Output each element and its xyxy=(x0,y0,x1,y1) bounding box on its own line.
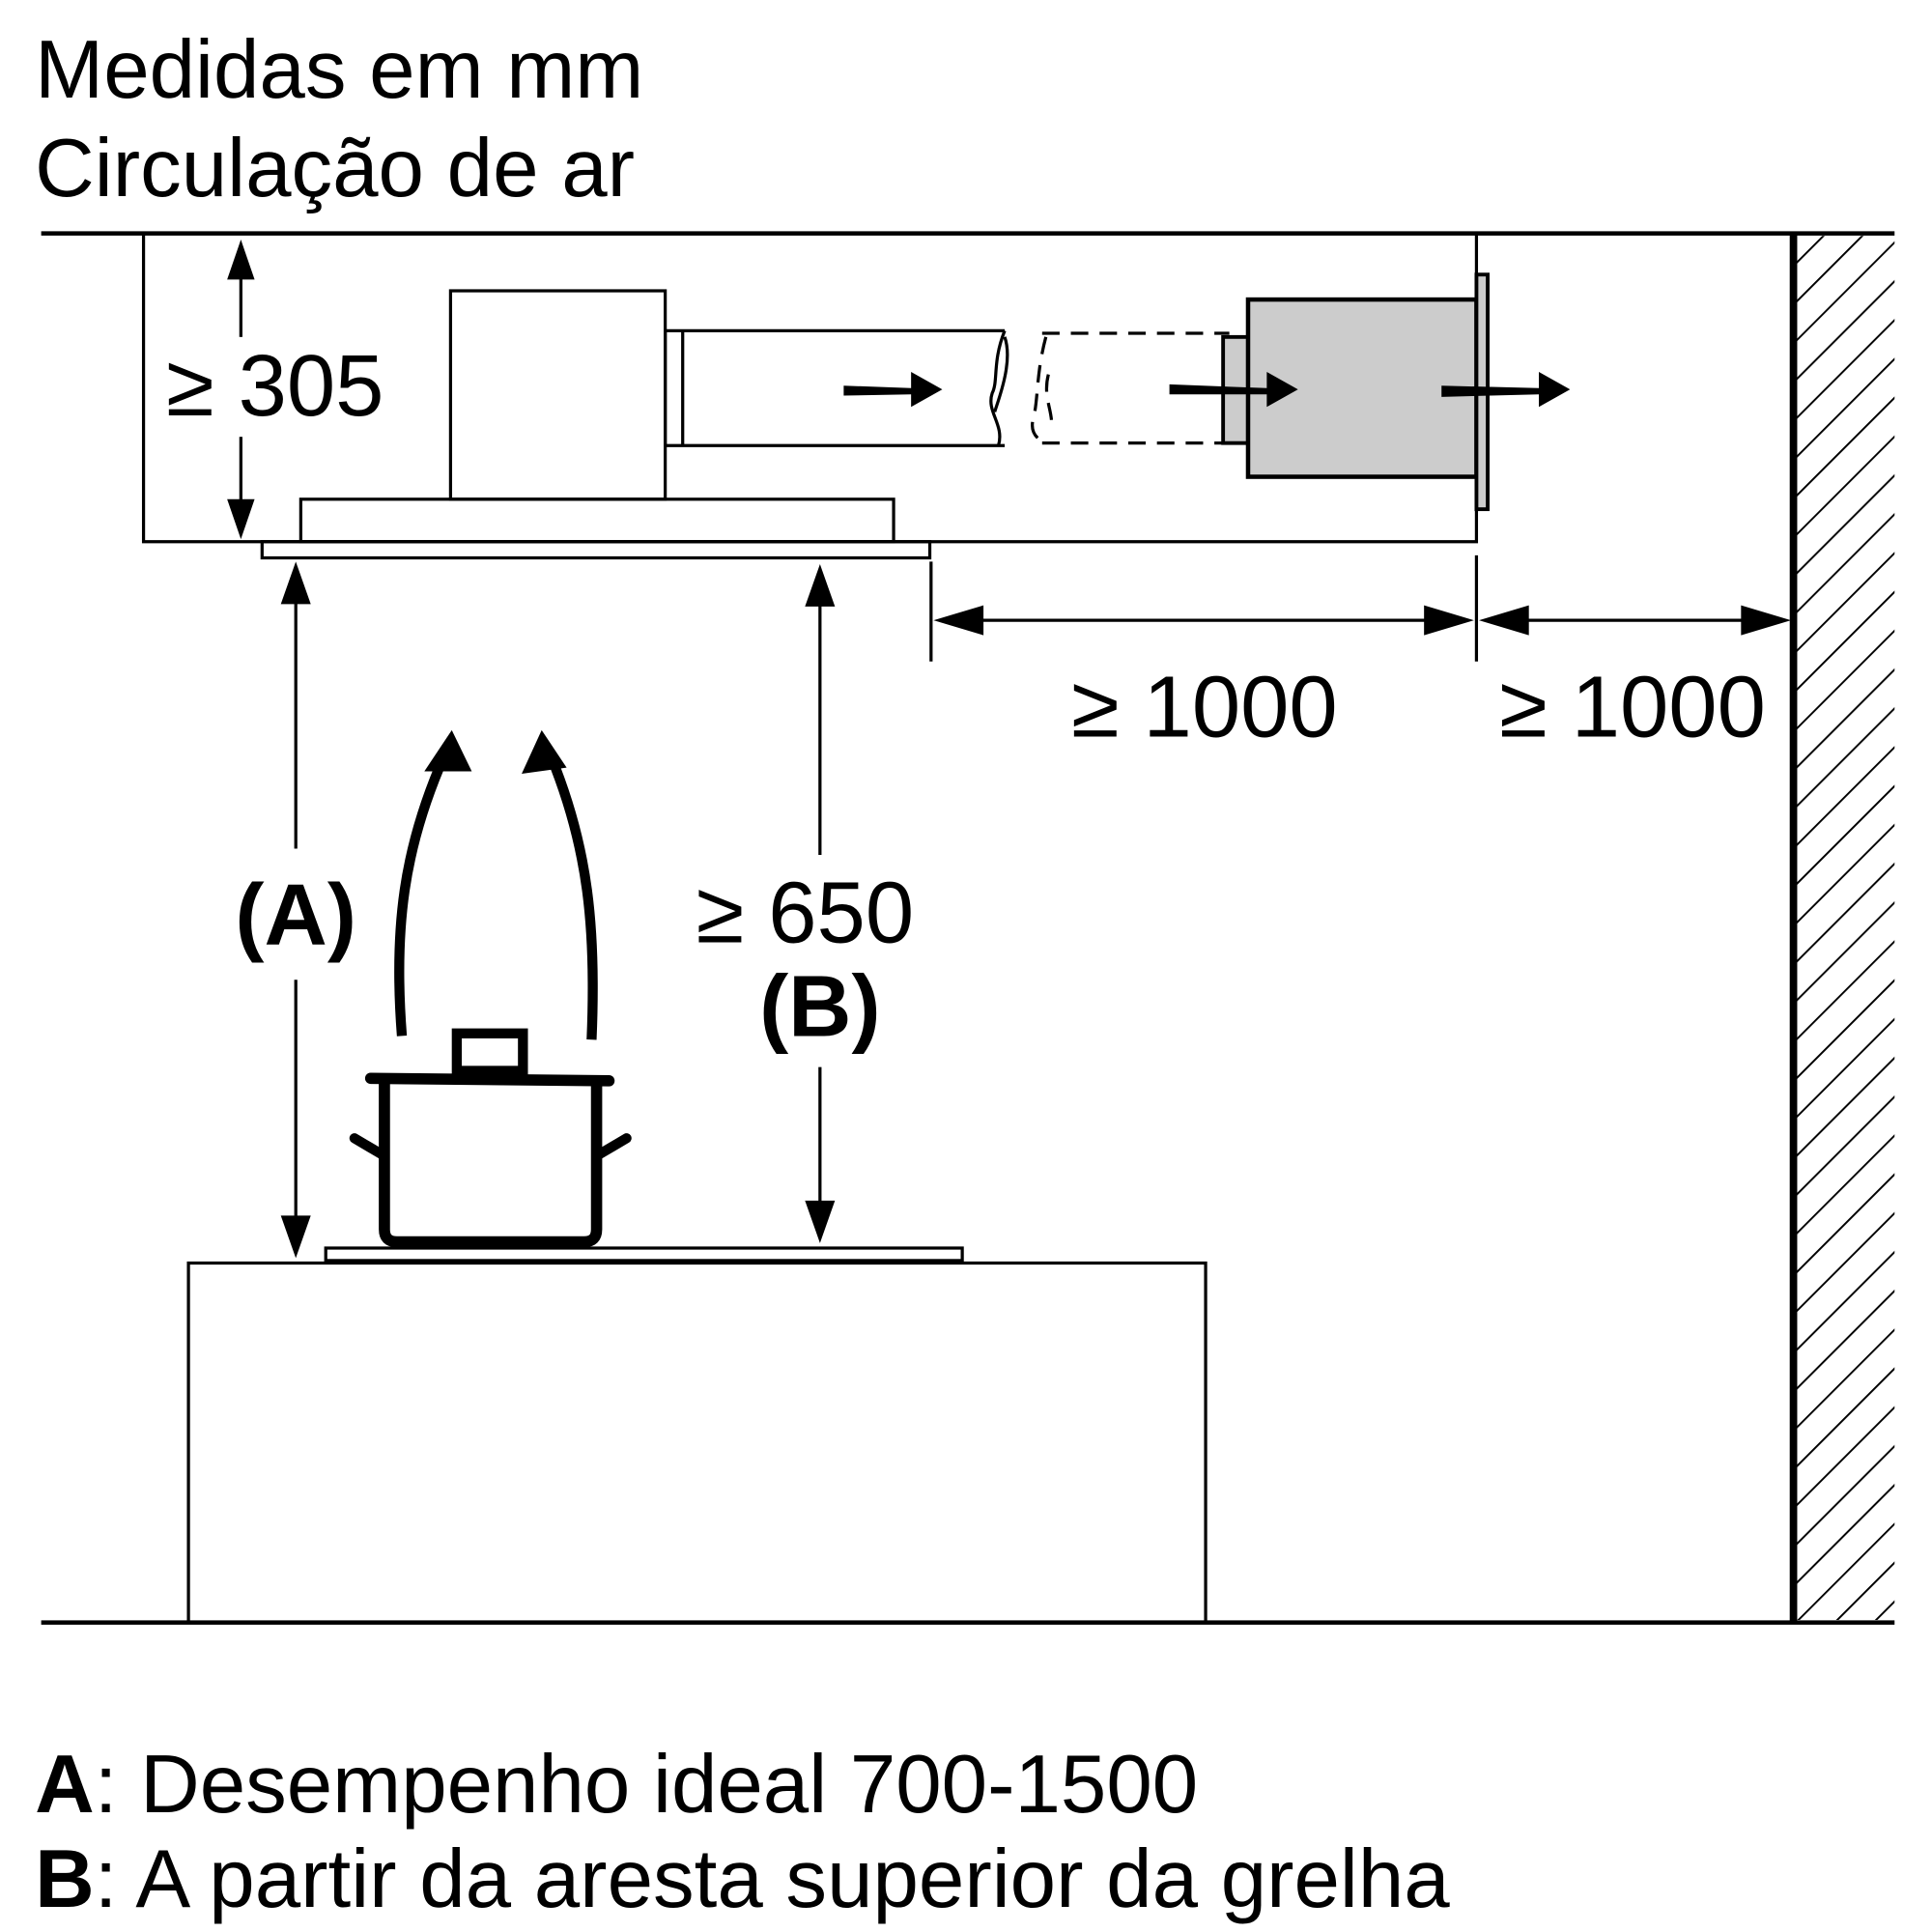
dim-duct-length-label: ≥ 1000 xyxy=(1071,658,1338,755)
dim-hood-height-label: ≥ 305 xyxy=(166,337,384,435)
dim-hood-height: ≥ 305 xyxy=(161,240,406,540)
duct-break xyxy=(989,329,1009,446)
arrow-right-icon xyxy=(843,372,943,408)
dim-a: (A) xyxy=(235,561,356,1259)
legend-b: B: A partir da aresta superior da grelha xyxy=(35,1833,1450,1925)
steam-arrows xyxy=(394,729,598,1040)
hood-body xyxy=(298,497,895,544)
legend-b-text: : A partir da aresta superior da grelha xyxy=(95,1833,1451,1925)
dim-a-label: (A) xyxy=(235,867,356,964)
legend-a-key: A xyxy=(35,1739,95,1831)
legend-b-key: B xyxy=(35,1833,95,1925)
arrow-right-icon xyxy=(1169,372,1298,408)
counter xyxy=(186,1261,1208,1625)
title-units: Medidas em mm xyxy=(35,24,643,116)
duct-dashed-extension xyxy=(1031,331,1230,445)
dim-b: ≥ 650 (B) xyxy=(696,563,915,1243)
dim-horizontal: ≥ 1000 ≥ 1000 xyxy=(929,554,1792,755)
dim-b-label: (B) xyxy=(759,957,881,1055)
duct xyxy=(664,328,1006,447)
dim-wall-distance-label: ≥ 1000 xyxy=(1499,658,1766,755)
hood-motor-box xyxy=(448,289,668,501)
wall-hatch xyxy=(1793,236,1895,1621)
legend-a-text: : Desempenho ideal 700-1500 xyxy=(95,1739,1198,1831)
arrow-right-icon xyxy=(1441,372,1571,408)
legend-a: A: Desempenho ideal 700-1500 xyxy=(35,1739,1198,1831)
pot-icon xyxy=(349,1028,632,1248)
dim-min-height-label: ≥ 650 xyxy=(696,864,915,961)
title-mode: Circulação de ar xyxy=(35,123,635,214)
airflow-arrows xyxy=(843,372,1571,408)
hood-panel xyxy=(260,540,932,560)
cooktop xyxy=(324,1246,964,1263)
